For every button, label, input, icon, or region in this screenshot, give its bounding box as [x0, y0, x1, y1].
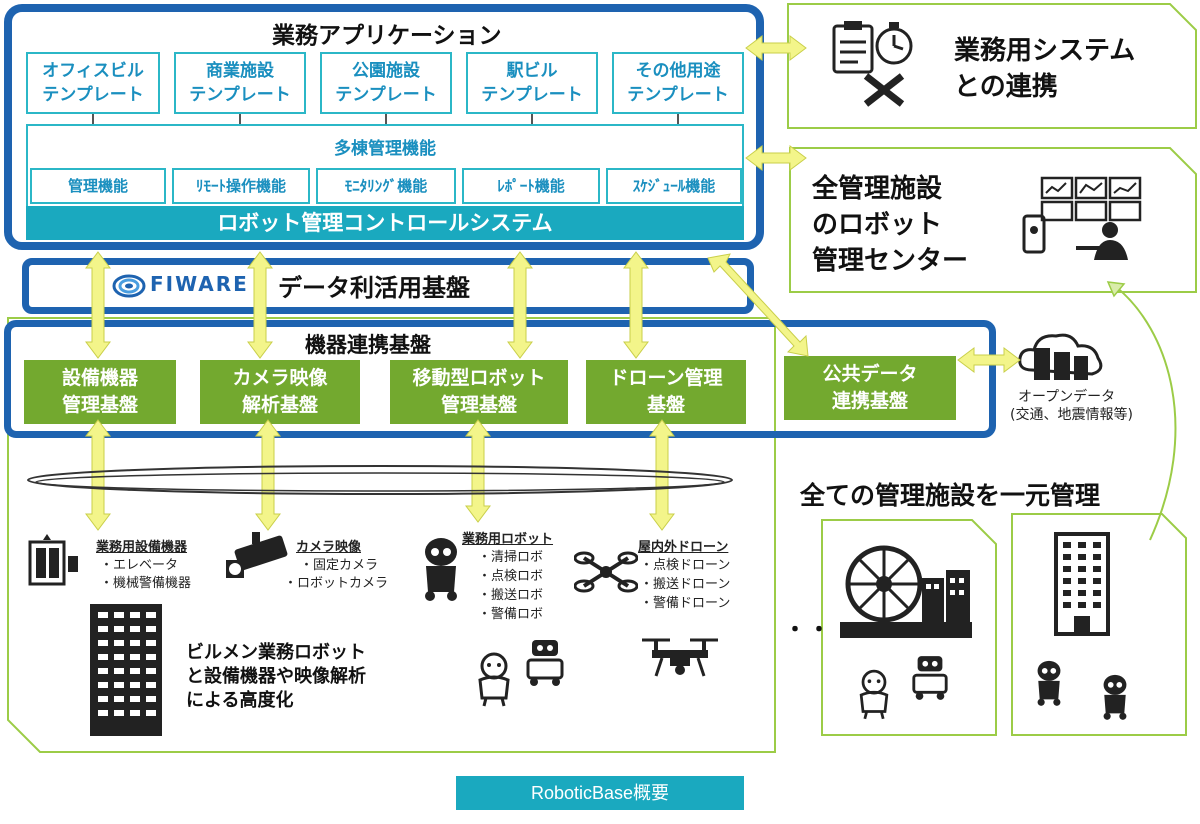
right-mid-line3: 管理センター [812, 246, 969, 276]
drone-heading: 屋内外ドローン [638, 540, 729, 555]
right-mid-line2: のロボット [812, 210, 943, 240]
robot-item: ・警備ロボ [478, 607, 544, 622]
template-stem [239, 114, 241, 124]
security-camera-icon [226, 532, 288, 578]
template-station: 駅ビル テンプレート [466, 52, 598, 114]
large-drone-icon [642, 638, 718, 677]
template-commercial: 商業施設 テンプレート [174, 52, 306, 114]
template-stem [385, 114, 387, 124]
function-remote: ﾘﾓｰﾄ操作機能 [172, 168, 310, 204]
cart-robot-icon [526, 640, 564, 686]
equipment-item: ・機械警備機器 [100, 576, 192, 591]
drone-platform-box: ドローン管理 基盤 [586, 360, 746, 424]
robot-item: ・清掃ロボ [478, 550, 544, 565]
quadcopter-drone-icon [574, 551, 638, 593]
template-other: その他用途 テンプレート [612, 52, 744, 114]
robot-heading: 業務用ロボット [462, 532, 554, 547]
fiware-logo-icon [112, 274, 146, 298]
template-stem [92, 114, 94, 124]
robot-icon [425, 538, 457, 601]
device-platform-title: 機器連携基盤 [305, 333, 431, 357]
bottom-text-line1: ビルメン業務ロボット [186, 642, 366, 663]
office-building-icon [90, 604, 162, 736]
clipboard-tools-icon [832, 21, 913, 107]
cloud-server-icon [1018, 333, 1103, 380]
camera-item: ・固定カメラ [300, 558, 379, 573]
right-top-line1: 業務用システム [954, 36, 1136, 66]
fiware-logo-text: FIWARE [150, 272, 249, 296]
camera-heading: カメラ映像 [296, 540, 362, 555]
robot-control-system-bar: ロボット管理コントロールシステム [26, 206, 744, 240]
bottom-text-line3: による高度化 [186, 690, 294, 711]
device-platform-frame [4, 320, 996, 438]
drone-item: ・搬送ドローン [640, 577, 731, 592]
unified-management-text: 全ての管理施設を一元管理 [800, 481, 1101, 510]
function-monitoring: ﾓﾆﾀﾘﾝｸﾞ機能 [316, 168, 456, 204]
function-report: ﾚﾎﾟｰﾄ機能 [462, 168, 600, 204]
facility-building-icon [1054, 532, 1110, 636]
camera-platform-box: カメラ映像 解析基盤 [200, 360, 360, 424]
bottom-text-line2: と設備機器や映像解析 [186, 666, 366, 687]
template-stem [677, 114, 679, 124]
drone-item: ・点検ドローン [640, 558, 731, 573]
template-park: 公園施設 テンプレート [320, 52, 452, 114]
open-data-line2: (交通、地震情報等) [1010, 407, 1133, 423]
monitoring-center-icon [1022, 176, 1142, 260]
robot-item: ・搬送ロボ [478, 588, 544, 603]
public-data-box: 公共データ 連携基盤 [784, 356, 956, 420]
equipment-item: ・エレベータ [100, 558, 179, 573]
equipment-platform-box: 設備機器 管理基盤 [24, 360, 176, 424]
humanoid-robot-icon [859, 669, 889, 720]
right-top-line2: との連携 [954, 72, 1058, 102]
humanoid-robot-icon [478, 652, 510, 707]
function-management: 管理機能 [30, 168, 166, 204]
caption-bar: RoboticBase概要 [456, 776, 744, 810]
robot-icon [1103, 674, 1127, 720]
cart-robot-icon [912, 656, 948, 700]
amusement-park-icon [840, 545, 972, 638]
camera-item: ・ロボットカメラ [284, 576, 389, 591]
robot-item: ・点検ロボ [478, 569, 544, 584]
multi-building-label: 多棟管理機能 [334, 139, 436, 159]
equipment-heading: 業務用設備機器 [96, 540, 188, 555]
template-office: オフィスビル テンプレート [26, 52, 160, 114]
business-app-title: 業務アプリケーション [272, 23, 502, 49]
fiware-label: データ利活用基盤 [278, 274, 470, 302]
elevator-icon [28, 534, 78, 586]
open-data-line1: オープンデータ [1018, 389, 1116, 405]
robot-platform-box: 移動型ロボット 管理基盤 [390, 360, 568, 424]
right-mid-line1: 全管理施設 [812, 174, 943, 204]
drone-item: ・警備ドローン [640, 596, 731, 611]
function-schedule: ｽｹｼﾞｭｰﾙ機能 [606, 168, 742, 204]
robot-icon [1037, 660, 1061, 706]
template-stem [531, 114, 533, 124]
